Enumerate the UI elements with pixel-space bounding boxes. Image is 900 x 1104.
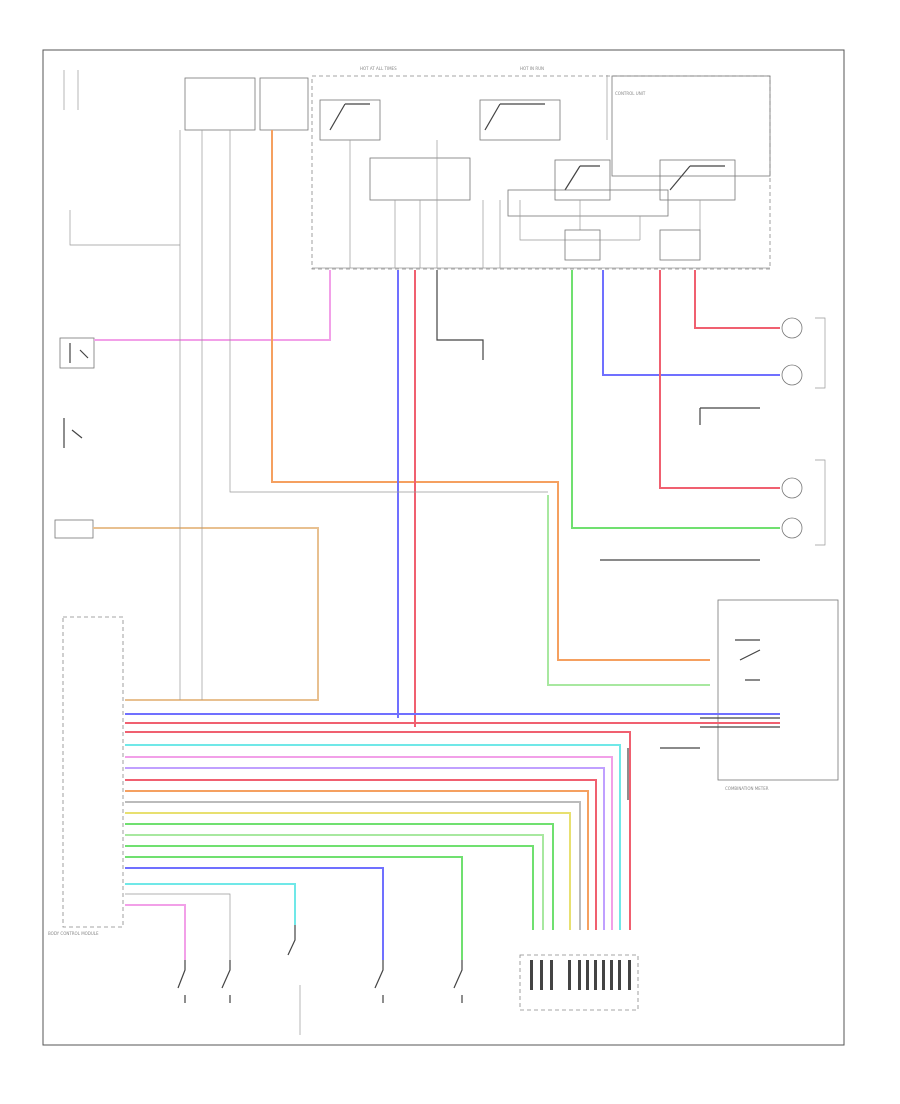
front-right-lamp [59,337,95,369]
relay-5-switch [669,165,725,191]
meter-switch [735,639,761,681]
meter-label: COMBINATION METER [725,786,769,791]
lamp-2 [781,364,803,386]
ground-leads [600,407,760,800]
fuse-pair-1 [564,229,601,261]
bus-ltgreen [125,834,544,930]
meter-bus-leads [700,717,780,728]
bus-orange [125,790,589,930]
bus-green-3 [125,856,463,960]
relay-1 [319,99,381,141]
wire-tan-sensor [93,527,319,701]
sensor-connector [54,519,94,539]
control-unit-box [611,75,771,177]
switch-4 [374,960,384,1003]
combination-meter [717,599,839,781]
right-components: COMBINATION METER [717,317,839,791]
bus-red-3 [125,779,597,930]
switch-5 [453,960,463,1003]
relay-2 [479,99,561,141]
left-components: BODY CONTROL MODULE [48,337,124,936]
fuse-label-b: HOT IN RUN [520,66,544,71]
lamp-4 [781,517,803,539]
relay-2-switch [484,103,545,131]
control-unit-label: CONTROL UNIT [615,91,646,96]
bus-green-2 [125,845,534,930]
wire-green-right [571,270,780,529]
wire-red-right-1 [694,270,780,329]
relay-3 [369,157,471,201]
connector-pins [530,960,631,990]
bus-cyan [125,744,621,930]
relay-6 [507,189,669,217]
switch-2 [221,960,231,1003]
bottom-switches [177,925,639,1035]
relay-1-switch [329,103,370,131]
wire-orange-main [271,130,710,661]
front-left-lamp-symbol [63,418,83,448]
lamp-brackets [815,317,826,546]
wire-ltgreen-meter [547,495,710,686]
left-fuse-leads [63,70,180,246]
fuse-pair-2 [659,229,701,261]
relay-4-switch [564,165,600,191]
bus-yellow [125,812,571,930]
bus-cyan-2 [125,883,296,925]
relay-5 [659,159,736,201]
ground-lead-center [436,270,484,360]
front-right-lamp-symbol [69,343,89,363]
lamp-3 [781,477,803,499]
bus-blue-2 [125,867,384,960]
wire-pink-top [94,270,331,341]
bus-red-2 [125,731,631,930]
switch-3 [287,925,296,956]
bus-pink-1 [125,756,613,930]
relay-box-wiring [349,75,701,268]
wire-red-right-2 [659,270,780,489]
fuse-label-a: HOT AT ALL TIMES [360,66,397,71]
gray-feed-wires [179,130,548,700]
bus-gray-2 [125,893,231,960]
fuse-group-top-mid [259,77,309,131]
diagram-frame [42,49,845,1046]
bus-green-1 [125,823,554,930]
connector-block [519,954,639,1011]
fuse-group-top-left [184,77,256,131]
bcm-label: BODY CONTROL MODULE [48,931,99,936]
switch-1 [177,960,186,1003]
relay-4 [554,159,611,201]
fuse-block-area: HOT AT ALL TIMES HOT IN RUN CONTROL UNIT [63,66,771,270]
bus-gray [125,801,581,930]
body-control-module [62,616,124,928]
bus-violet [125,767,605,930]
wire-harness [93,130,780,960]
wire-blue-right [602,270,780,376]
lamp-1 [781,317,803,339]
bus-pink-2 [125,904,186,960]
